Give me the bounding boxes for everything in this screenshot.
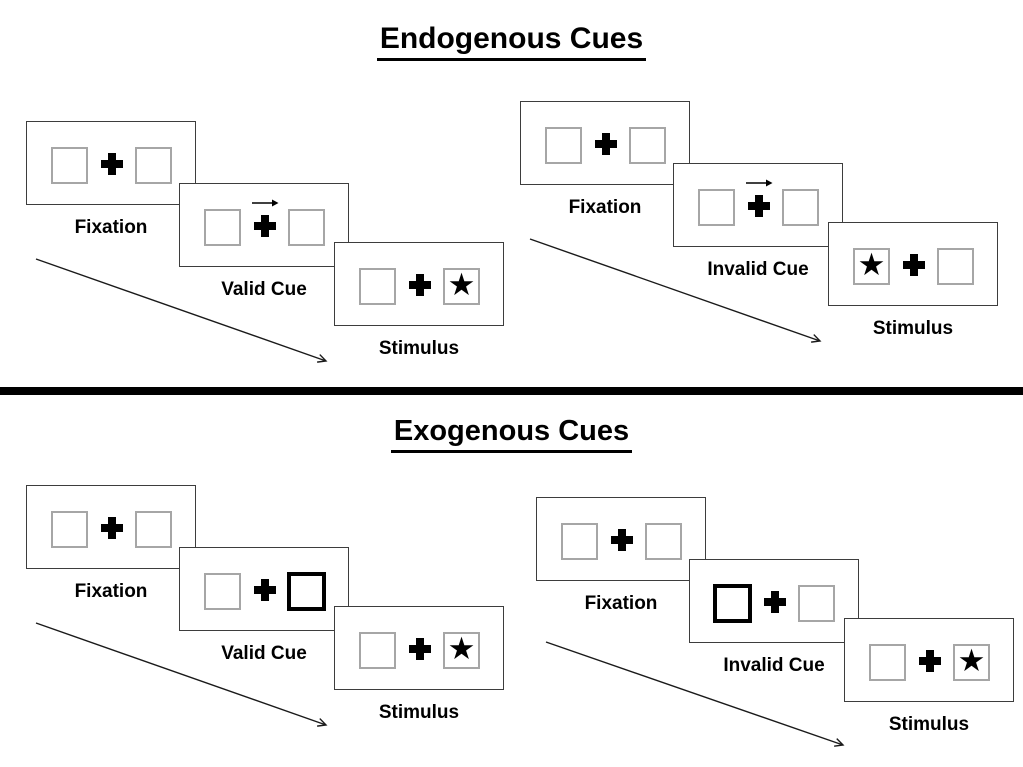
right-placeholder-box (798, 585, 835, 622)
left-placeholder-box (51, 147, 88, 184)
fixation-screen (520, 101, 690, 185)
left-placeholder-box (869, 644, 906, 681)
fixation-cross-icon (101, 153, 123, 175)
stimulus-label: Stimulus (378, 702, 460, 723)
stimulus-label: Stimulus (888, 714, 970, 735)
fixation-cross-icon (101, 517, 123, 539)
right-placeholder-box (629, 127, 666, 164)
cue-arrow-icon (252, 199, 279, 207)
cue-highlight-box (713, 584, 752, 623)
section-divider (0, 387, 1023, 395)
fixation-screen (26, 121, 196, 205)
fixation-label: Fixation (74, 217, 148, 238)
left-placeholder-box (51, 511, 88, 548)
target-star-icon: ★ (957, 643, 986, 679)
fixation-cross-icon (748, 195, 770, 217)
fixation-cross-icon (611, 529, 633, 551)
fixation-cross-icon (409, 638, 431, 660)
fixation-cross-icon (409, 274, 431, 296)
left-placeholder-box (545, 127, 582, 164)
fixation-label: Fixation (568, 197, 642, 218)
fixation-cross-icon (903, 254, 925, 276)
left-target-box: ★ (853, 248, 890, 285)
left-placeholder-box (359, 268, 396, 305)
exogenous-section-title: Exogenous Cues (0, 414, 1023, 453)
target-star-icon: ★ (857, 247, 886, 283)
fixation-label: Fixation (584, 593, 658, 614)
right-target-box: ★ (953, 644, 990, 681)
cue-highlight-box (287, 572, 326, 611)
stimulus-label: Stimulus (378, 338, 460, 359)
left-placeholder-box (359, 632, 396, 669)
invalid-cue-screen (689, 559, 859, 643)
valid-cue-screen (179, 183, 349, 267)
right-placeholder-box (135, 511, 172, 548)
right-placeholder-box (288, 209, 325, 246)
fixation-label: Fixation (74, 581, 148, 602)
endogenous-section-title: Endogenous Cues (0, 22, 1023, 61)
valid-cue-label: Valid Cue (221, 279, 307, 300)
endogenous-valid-trial: Fixation Valid Cue ★ Stimulus (26, 121, 504, 383)
stimulus-screen: ★ (844, 618, 1014, 702)
endogenous-invalid-trial: Fixation Invalid Cue ★ Stimulus (520, 101, 998, 363)
right-target-box: ★ (443, 268, 480, 305)
stimulus-label: Stimulus (872, 318, 954, 339)
fixation-cross-icon (595, 133, 617, 155)
right-placeholder-box (782, 189, 819, 226)
endogenous-title-text: Endogenous Cues (376, 22, 647, 61)
fixation-cross-icon (919, 650, 941, 672)
left-placeholder-box (204, 209, 241, 246)
fixation-screen (536, 497, 706, 581)
exogenous-invalid-trial: Fixation Invalid Cue ★ Stimulus (536, 497, 1014, 759)
valid-cue-label: Valid Cue (221, 643, 307, 664)
target-star-icon: ★ (447, 267, 476, 303)
fixation-cross-icon (254, 579, 276, 601)
left-placeholder-box (698, 189, 735, 226)
fixation-screen (26, 485, 196, 569)
left-placeholder-box (204, 573, 241, 610)
stimulus-screen: ★ (334, 606, 504, 690)
fixation-cross-icon (254, 215, 276, 237)
right-placeholder-box (135, 147, 172, 184)
invalid-cue-label: Invalid Cue (707, 259, 809, 280)
exogenous-title-text: Exogenous Cues (390, 414, 633, 453)
invalid-cue-screen (673, 163, 843, 247)
target-star-icon: ★ (447, 631, 476, 667)
invalid-cue-label: Invalid Cue (723, 655, 825, 676)
right-placeholder-box (937, 248, 974, 285)
right-target-box: ★ (443, 632, 480, 669)
stimulus-screen: ★ (828, 222, 998, 306)
fixation-cross-icon (764, 591, 786, 613)
exogenous-valid-trial: Fixation Valid Cue ★ Stimulus (26, 485, 504, 747)
cue-arrow-icon (746, 179, 773, 187)
valid-cue-screen (179, 547, 349, 631)
stimulus-screen: ★ (334, 242, 504, 326)
left-placeholder-box (561, 523, 598, 560)
right-placeholder-box (645, 523, 682, 560)
